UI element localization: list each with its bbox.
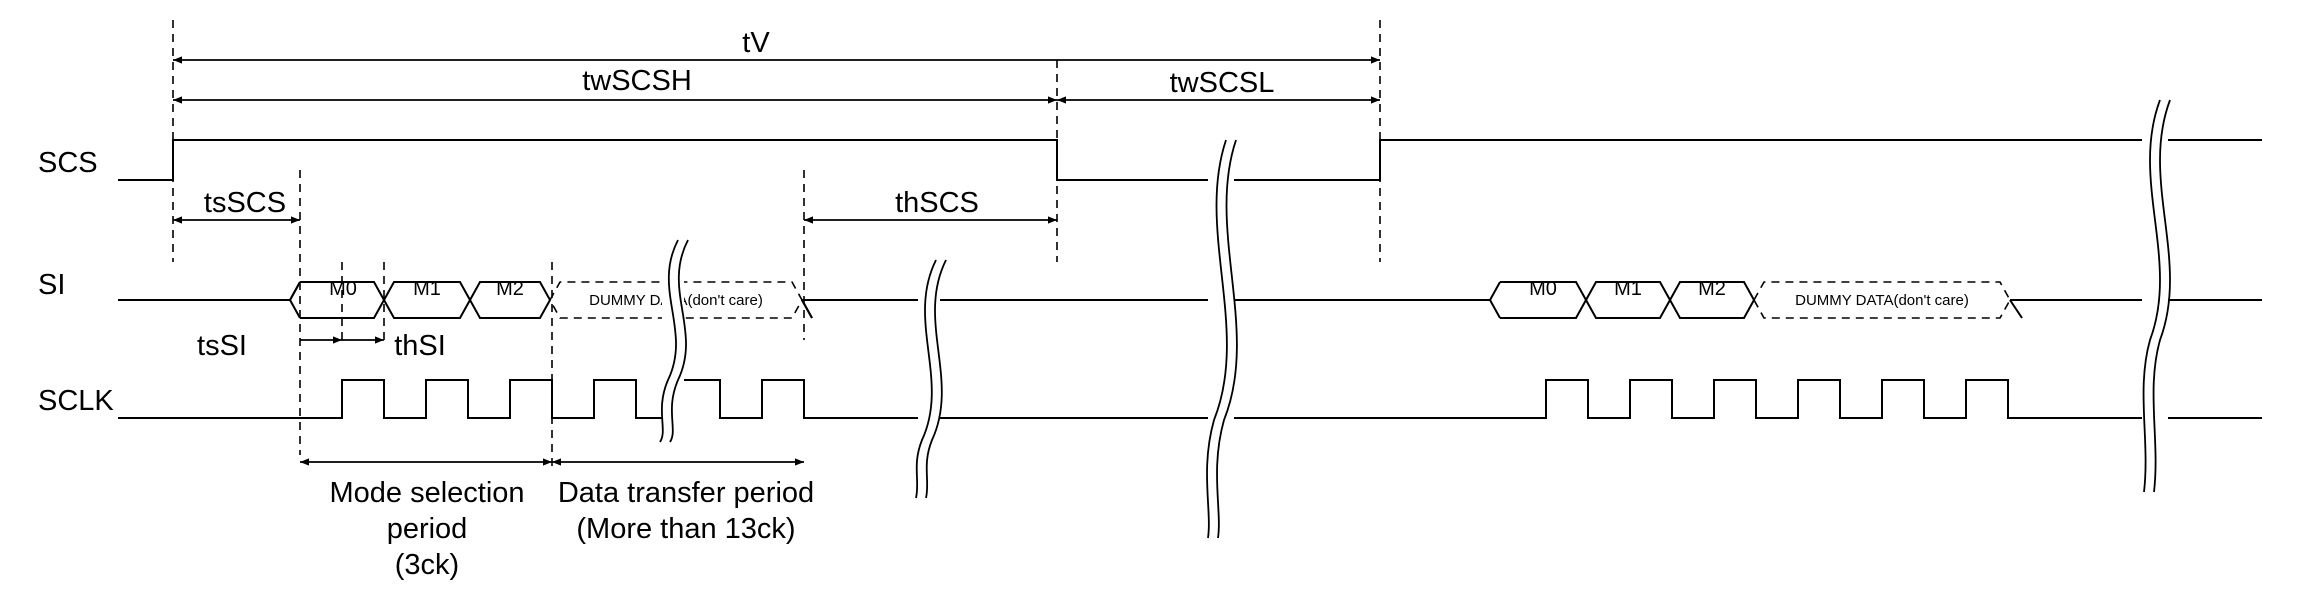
dummy-data-label-second: DUMMY DATA(don't care): [1795, 292, 1969, 309]
si-waveform-second: [1489, 281, 2262, 319]
scs-label: SCS: [38, 147, 98, 179]
thscs-label: thSCS: [895, 187, 979, 219]
tv-label: tV: [742, 27, 770, 59]
twscsl-label: twSCSL: [1170, 67, 1275, 99]
tssi-label: tsSI: [197, 330, 247, 362]
break-symbol-2: [915, 258, 947, 499]
break-symbol-1: [659, 238, 689, 443]
mode-period-line-1: Mode selection: [329, 477, 524, 509]
si-cell-m2-second: M2: [1698, 278, 1726, 300]
si-cell-m0: M0: [329, 278, 357, 300]
si-cell-m1: M1: [413, 278, 441, 300]
thsi-label: thSI: [394, 330, 446, 362]
data-period-line-1: Data transfer period: [558, 477, 814, 509]
si-label: SI: [38, 269, 65, 301]
twscsh-label: twSCSH: [582, 65, 692, 97]
tsscs-label: tsSCS: [204, 187, 286, 219]
si-cell-m0-second: M0: [1529, 278, 1557, 300]
mode-period-line-2: period: [387, 513, 468, 545]
break-symbol-3: [1206, 139, 1238, 540]
sclk-label: SCLK: [38, 385, 114, 417]
break-symbol-4: [2142, 99, 2171, 495]
mode-period-line-3: (3ck): [395, 549, 459, 581]
scs-waveform: [118, 139, 2262, 181]
si-cell-m2: M2: [496, 278, 524, 300]
data-period-line-2: (More than 13ck): [576, 513, 795, 545]
si-cell-m1-second: M1: [1614, 278, 1642, 300]
sclk-waveform: [118, 379, 2262, 419]
